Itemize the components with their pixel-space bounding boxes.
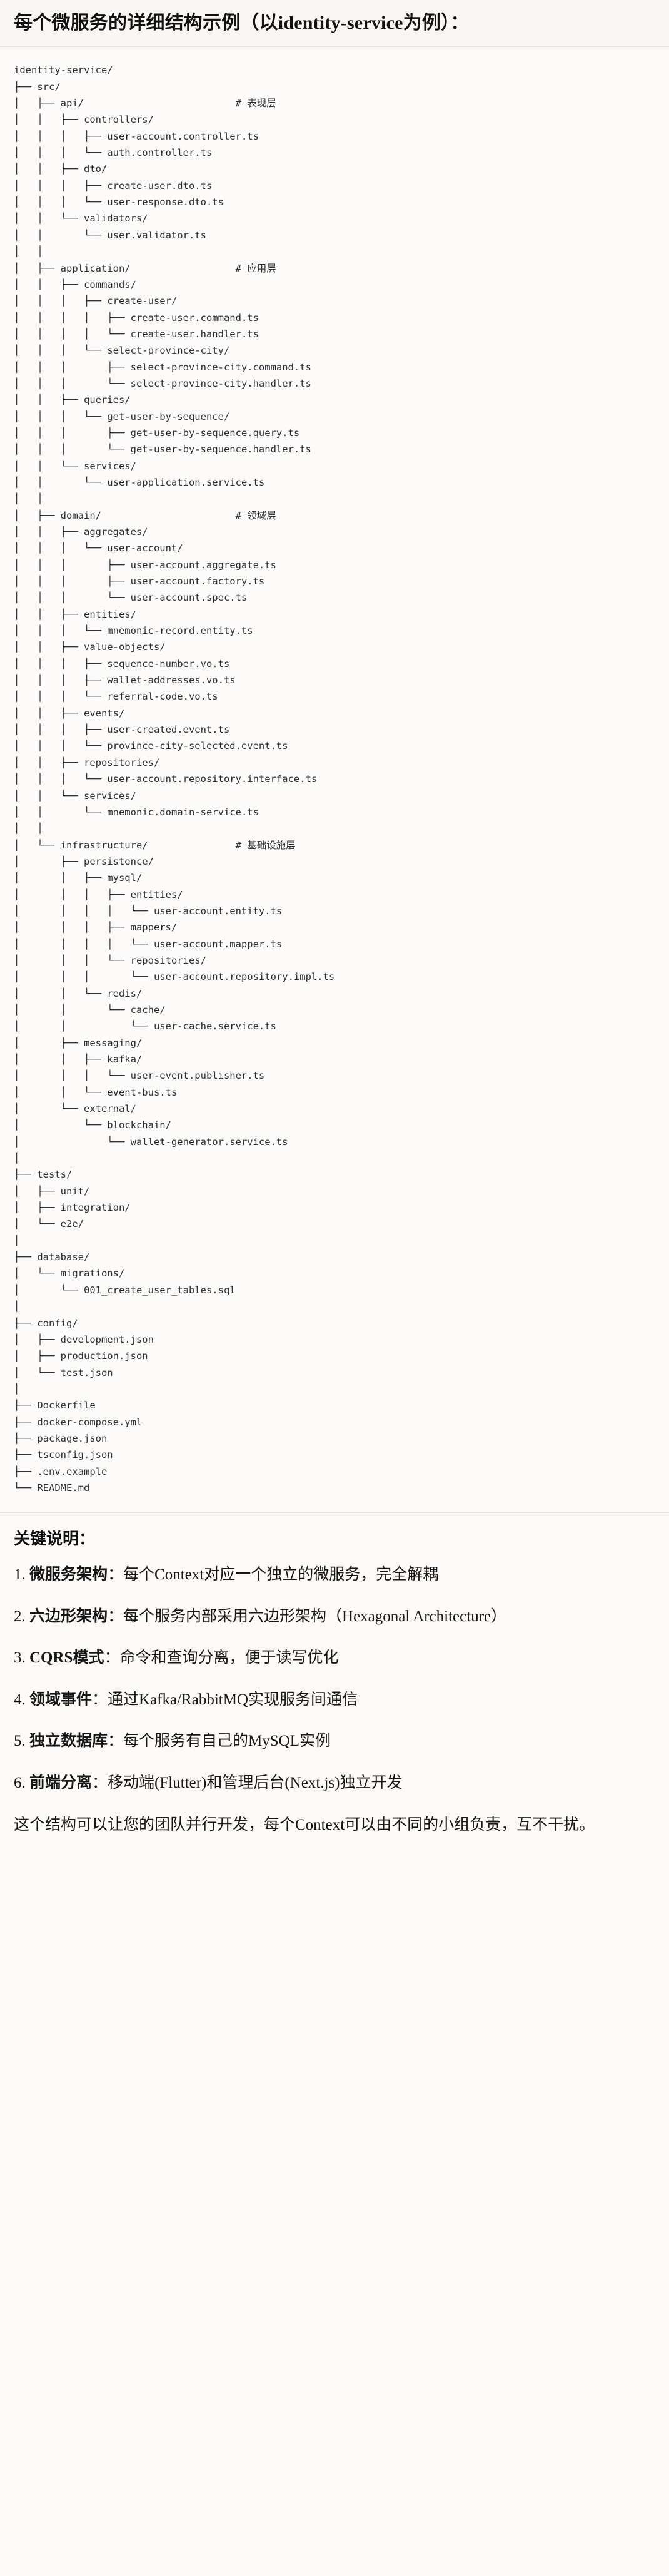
document-page: 每个微服务的详细结构示例（以identity-service为例）： ident… <box>0 0 669 1855</box>
note-separator: ： <box>108 1733 124 1750</box>
note-term: 前端分离 <box>29 1774 93 1791</box>
note-term: 独立数据库 <box>29 1733 108 1750</box>
note-description: 移动端(Flutter)和管理后台(Next.js)独立开发 <box>108 1774 403 1791</box>
note-description: 每个Context对应一个独立的微服务，完全解耦 <box>123 1566 439 1584</box>
key-points-list: 微服务架构：每个Context对应一个独立的微服务，完全解耦 六边形架构：每个服… <box>14 1565 655 1793</box>
note-description: 每个服务有自己的MySQL实例 <box>123 1733 331 1750</box>
page-title: 每个微服务的详细结构示例（以identity-service为例）： <box>14 13 470 33</box>
page-header: 每个微服务的详细结构示例（以identity-service为例）： <box>0 0 669 48</box>
note-term: CQRS模式 <box>29 1649 104 1667</box>
note-term: 六边形架构 <box>29 1607 108 1625</box>
key-points-section: 关键说明： 微服务架构：每个Context对应一个独立的微服务，完全解耦 六边形… <box>0 1513 669 1855</box>
note-separator: ： <box>108 1566 124 1584</box>
directory-tree: identity-service/ ├── src/ │ ├── api/ # … <box>14 64 335 1494</box>
closing-paragraph: 这个结构可以让您的团队并行开发，每个Context可以由不同的小组负责，互不干扰… <box>14 1816 595 1834</box>
note-description: 每个服务内部采用六边形架构（Hexagonal Architecture） <box>123 1607 507 1625</box>
note-separator: ： <box>104 1649 120 1667</box>
list-item: 前端分离：移动端(Flutter)和管理后台(Next.js)独立开发 <box>14 1773 655 1794</box>
note-separator: ： <box>108 1607 124 1625</box>
list-item: 独立数据库：每个服务有自己的MySQL实例 <box>14 1731 655 1752</box>
directory-tree-block: identity-service/ ├── src/ │ ├── api/ # … <box>0 47 669 1514</box>
note-separator: ： <box>92 1691 108 1708</box>
list-item: 领域事件：通过Kafka/RabbitMQ实现服务间通信 <box>14 1690 655 1711</box>
note-description: 通过Kafka/RabbitMQ实现服务间通信 <box>108 1691 358 1708</box>
key-points-heading: 关键说明： <box>14 1530 96 1549</box>
note-separator: ： <box>92 1774 108 1791</box>
note-term: 微服务架构 <box>29 1566 108 1584</box>
list-item: CQRS模式：命令和查询分离，便于读写优化 <box>14 1648 655 1669</box>
note-term: 领域事件 <box>29 1691 93 1708</box>
list-item: 微服务架构：每个Context对应一个独立的微服务，完全解耦 <box>14 1565 655 1586</box>
note-description: 命令和查询分离，便于读写优化 <box>119 1649 339 1667</box>
list-item: 六边形架构：每个服务内部采用六边形架构（Hexagonal Architectu… <box>14 1607 655 1627</box>
